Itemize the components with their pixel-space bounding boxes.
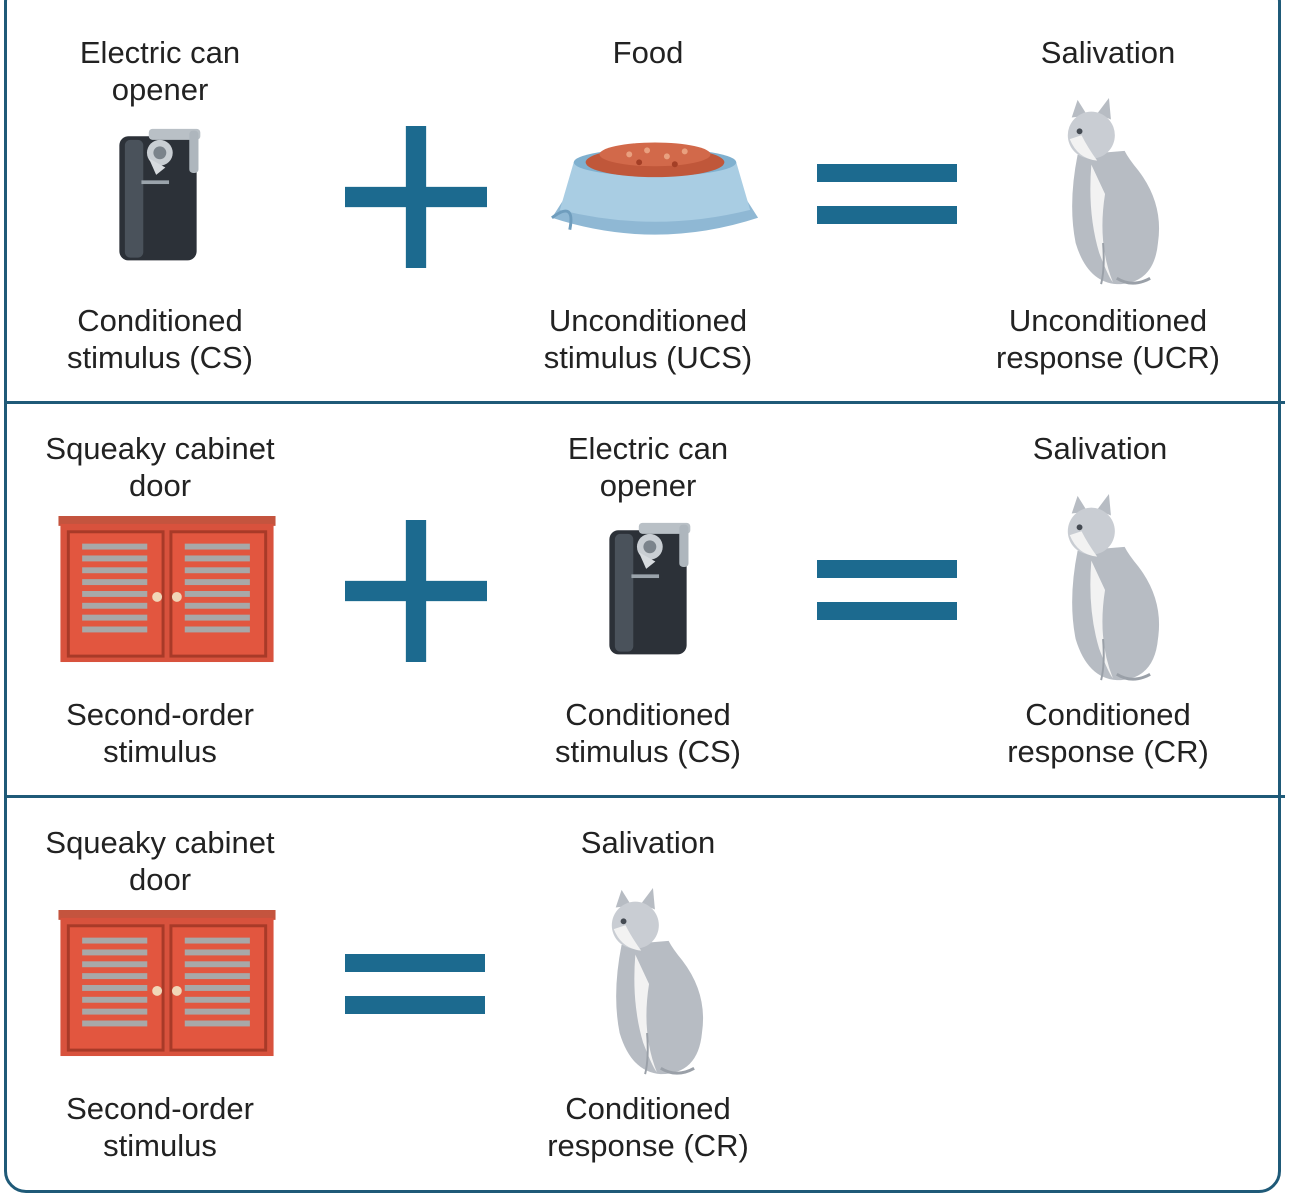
equals-icon [817, 559, 957, 621]
row2-cr-caption: Conditioned response (CR) [1007, 697, 1209, 769]
row-divider-2 [4, 795, 1285, 798]
row2-cr-title: Salivation [1032, 431, 1168, 466]
equals-icon [345, 953, 485, 1015]
cat-icon [592, 886, 710, 1082]
row2-cs-caption: Conditioned stimulus (CS) [554, 697, 741, 769]
can-opener-icon [112, 126, 204, 266]
row1-cs-title: Electric can opener [79, 35, 241, 107]
row3-second-order-title: Squeaky cabinet door [45, 825, 275, 897]
can-opener-icon [602, 520, 694, 660]
row1-ucr-caption: Unconditioned response (UCR) [996, 303, 1220, 375]
row1-ucs-caption: Unconditioned stimulus (UCS) [543, 303, 753, 375]
cabinet-door-icon [56, 516, 278, 664]
cat-icon [1048, 492, 1166, 688]
row1-cs-caption: Conditioned stimulus (CS) [66, 303, 253, 375]
cabinet-door-icon [56, 910, 278, 1058]
food-bowl-icon [546, 140, 764, 250]
row-divider-1 [4, 401, 1285, 404]
plus-icon [345, 520, 487, 662]
plus-icon [345, 126, 487, 268]
equals-icon [817, 163, 957, 225]
row2-second-order-caption: Second-order stimulus [66, 697, 254, 769]
row1-ucs-title: Food [612, 35, 684, 70]
row2-cs-title: Electric can opener [567, 431, 729, 503]
row2-second-order-title: Squeaky cabinet door [45, 431, 275, 503]
row3-cr-caption: Conditioned response (CR) [547, 1091, 749, 1163]
row3-second-order-caption: Second-order stimulus [66, 1091, 254, 1163]
diagram-frame [4, 0, 1281, 1193]
row1-ucr-title: Salivation [1040, 35, 1176, 70]
row3-cr-title: Salivation [580, 825, 716, 860]
cat-icon [1048, 96, 1166, 292]
